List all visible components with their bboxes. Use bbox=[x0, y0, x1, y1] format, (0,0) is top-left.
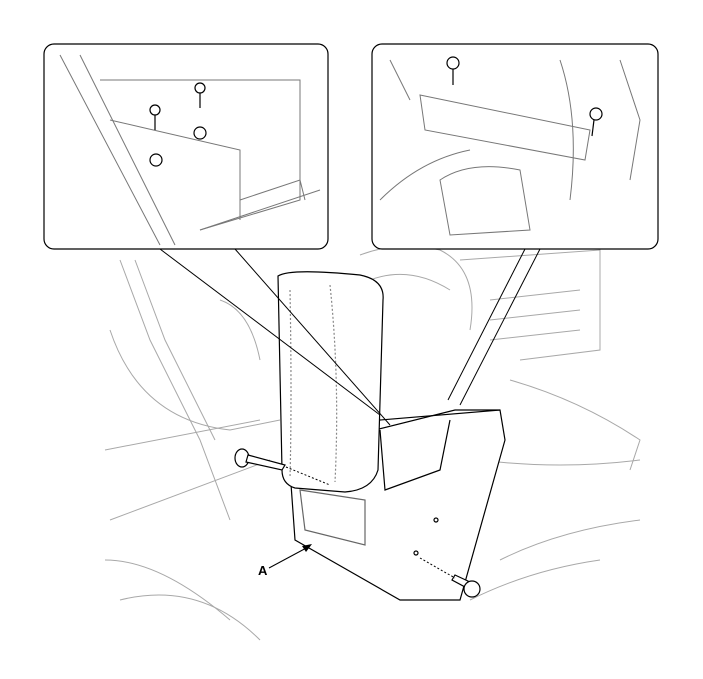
detail-callout-right bbox=[371, 43, 659, 406]
console-assembly bbox=[277, 271, 506, 601]
part-label-a: A bbox=[258, 563, 268, 578]
screw-left bbox=[234, 448, 286, 471]
screw-right bbox=[451, 574, 481, 598]
detail-callout-left bbox=[43, 43, 391, 426]
label-a-arrow bbox=[268, 544, 312, 569]
screw-guide-line bbox=[419, 557, 456, 579]
